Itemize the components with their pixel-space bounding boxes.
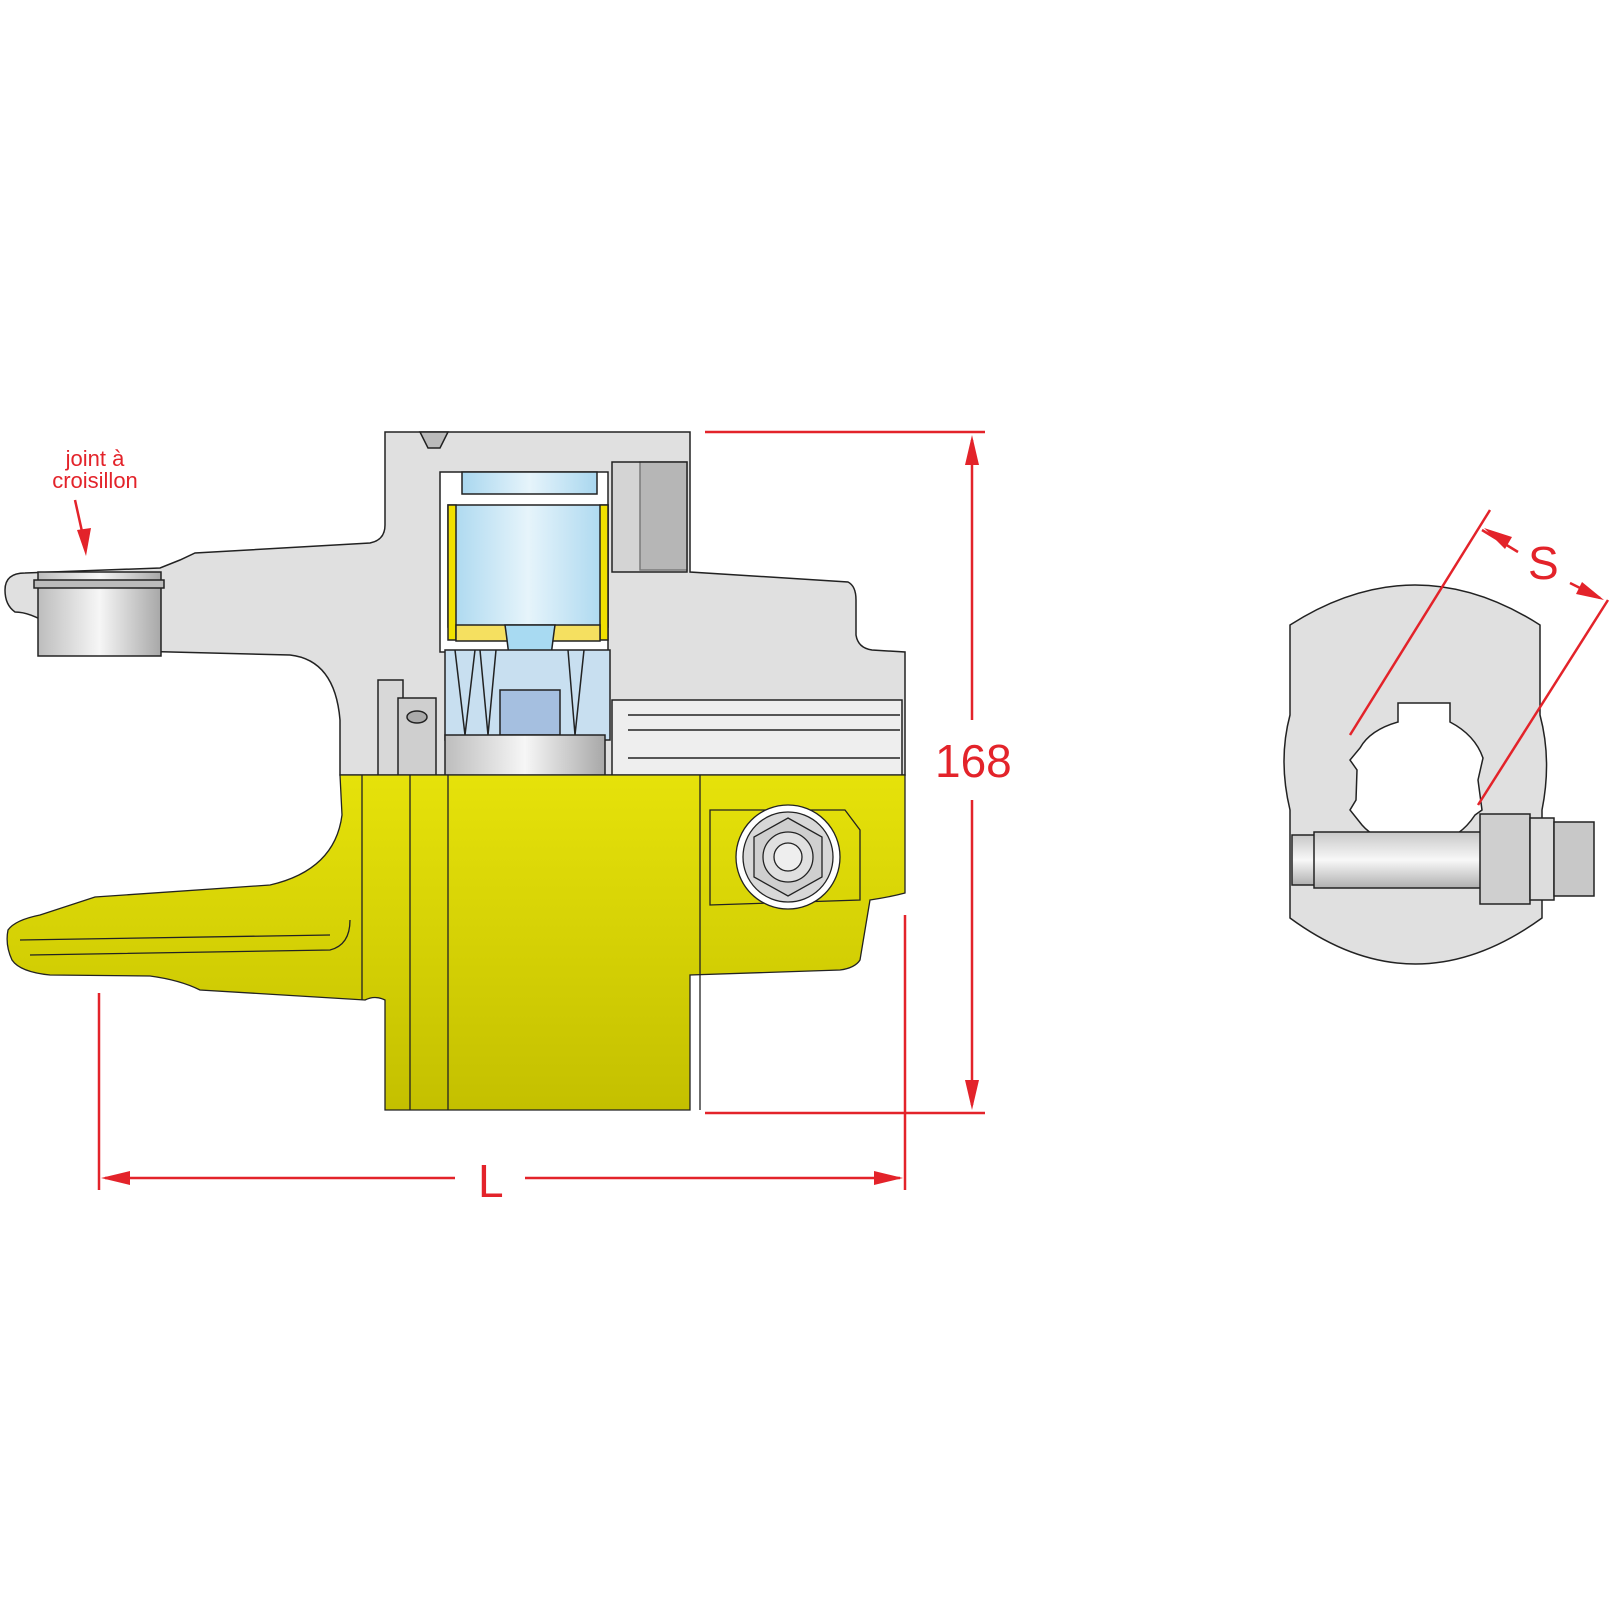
height-dimension-label: 168 [935, 735, 1012, 787]
annotation-line-1: joint à [65, 446, 125, 471]
dimension-lines [73, 430, 1610, 1190]
annotation-line-2: croisillon [52, 468, 138, 493]
spanner-dimension-label: S [1528, 537, 1559, 589]
cross-joint-annotation: joint à croisillon [40, 448, 150, 492]
yoke-section-grey [4, 431, 906, 776]
length-dimension-label: L [478, 1155, 504, 1207]
end-view [1283, 584, 1595, 965]
yoke-outer-yellow [6, 774, 906, 1111]
